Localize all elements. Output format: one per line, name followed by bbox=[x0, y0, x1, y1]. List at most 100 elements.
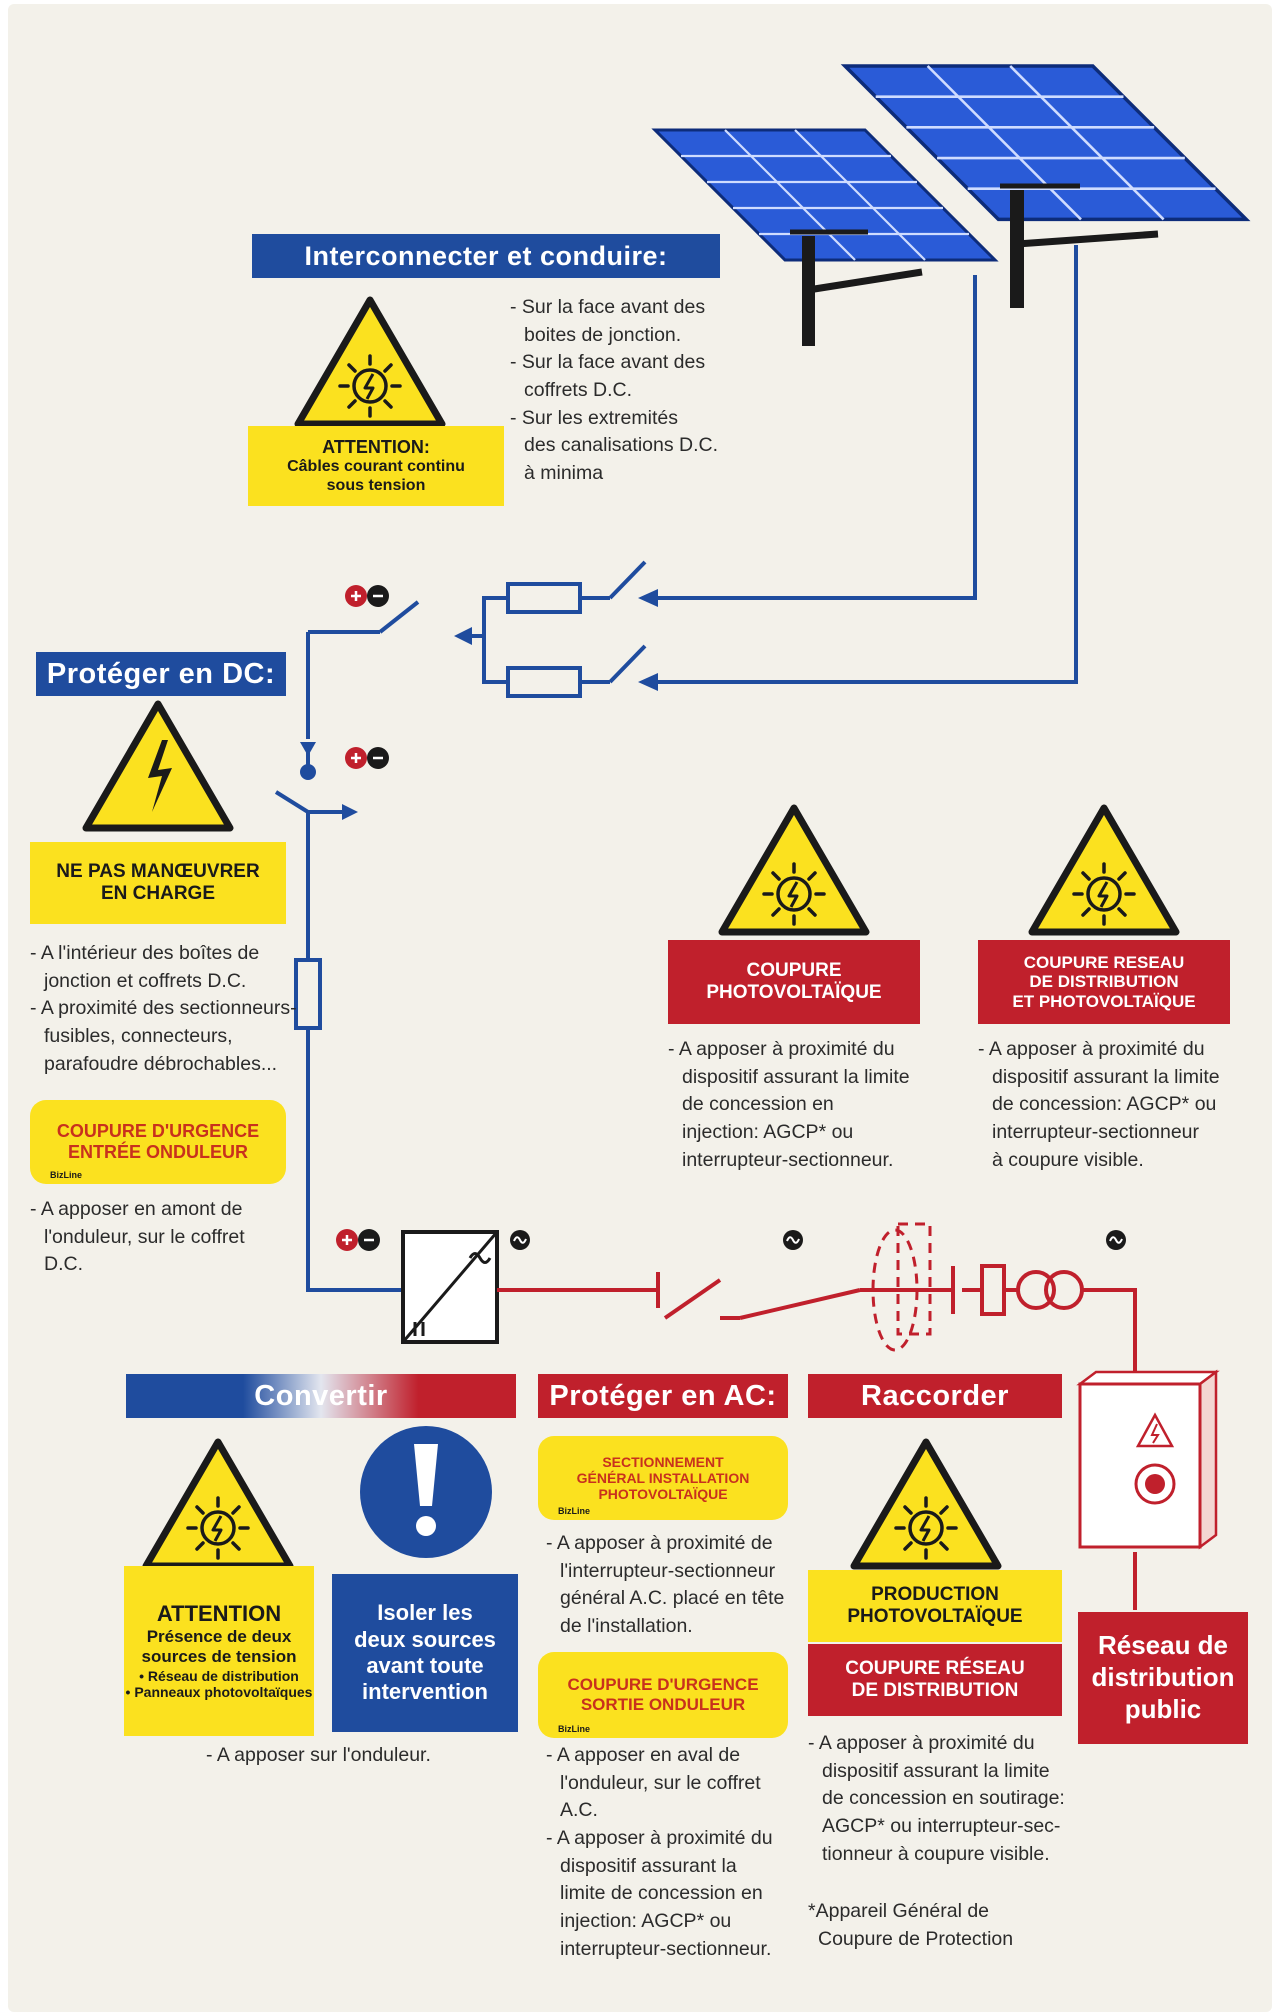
note-line: dispositif assurant la limite bbox=[822, 1759, 1050, 1782]
convert-notes: - A apposer sur l'onduleur. bbox=[206, 1742, 431, 1770]
label-line: ENTRÉE ONDULEUR bbox=[67, 1142, 248, 1162]
label-line: ATTENTION: bbox=[322, 436, 430, 457]
label-line: COUPURE D'URGENCE bbox=[567, 1675, 759, 1695]
exclamation-icon bbox=[360, 1426, 492, 1558]
label-line: public bbox=[1124, 1693, 1202, 1724]
note-line: l'onduleur, sur le coffret bbox=[44, 1225, 245, 1248]
electric-sun-warning-icon bbox=[1032, 808, 1176, 932]
note-line: général A.C. placé en tête bbox=[560, 1587, 785, 1610]
label-line: GÉNÉRAL INSTALLATION bbox=[576, 1469, 750, 1486]
label-line: intervention bbox=[362, 1679, 488, 1705]
note-line: à coupure visible. bbox=[992, 1148, 1144, 1171]
note-line: *Appareil Général de bbox=[808, 1900, 990, 1922]
note-line: - Sur les extremités bbox=[510, 406, 678, 429]
label-line: Présence de deux bbox=[146, 1627, 292, 1647]
label-line: SORTIE ONDULEUR bbox=[580, 1695, 746, 1714]
label-line: DE DISTRIBUTION bbox=[1029, 972, 1179, 992]
solar-panel-icon bbox=[843, 64, 1248, 308]
note-line: boites de jonction. bbox=[524, 323, 682, 346]
distribution-cabinet-icon bbox=[1076, 1369, 1220, 1550]
brand-mark: BizLine bbox=[558, 1723, 591, 1734]
note-line: - A l'intérieur des boîtes de bbox=[30, 942, 260, 964]
note-line: - A apposer à proximité de bbox=[546, 1532, 773, 1554]
note-line: Coupure de Protection bbox=[818, 1927, 1014, 1950]
grid-cut-label: COUPURE RÉSEAU DE DISTRIBUTION bbox=[808, 1644, 1062, 1716]
interconnect-header: Interconnecter et conduire: bbox=[252, 234, 720, 278]
connect-header: Raccorder bbox=[808, 1374, 1062, 1418]
label-line: • Panneaux photovoltaïques bbox=[125, 1684, 313, 1701]
ac-sine-icon bbox=[509, 1229, 531, 1251]
note-line: limite de concession en bbox=[560, 1882, 763, 1905]
note-line: - A proximité des sectionneurs- bbox=[30, 997, 297, 1020]
protect-ac-notes-1: - A apposer à proximité de l'interrupteu… bbox=[546, 1530, 784, 1641]
label-line: Isoler les bbox=[377, 1600, 473, 1626]
grid-and-pv-cut-notes: - A apposer à proximité du dispositif as… bbox=[978, 1036, 1220, 1174]
note-line: dispositif assurant la limite bbox=[682, 1065, 910, 1088]
note-line: - A apposer à proximité du bbox=[546, 1827, 773, 1850]
label-line: Réseau de bbox=[1097, 1630, 1229, 1661]
protect-ac-notes-2: - A apposer en aval de l'onduleur, sur l… bbox=[546, 1742, 773, 1964]
inverter-icon bbox=[401, 1230, 499, 1344]
note-line: à minima bbox=[524, 462, 604, 485]
label-line: • Réseau de distribution bbox=[139, 1667, 299, 1684]
note-line: coffrets D.C. bbox=[524, 379, 633, 402]
note-line: l'onduleur, sur le coffret bbox=[560, 1771, 761, 1794]
inverter-input-emergency-label: COUPURE D'URGENCE ENTRÉE ONDULEUR BizLin… bbox=[30, 1100, 286, 1184]
note-line: - A apposer à proximité du bbox=[668, 1038, 895, 1060]
label-line: distribution bbox=[1091, 1662, 1235, 1693]
note-line: - Sur la face avant des bbox=[510, 296, 706, 318]
ac-sine-icon bbox=[782, 1229, 804, 1251]
label-line: avant toute bbox=[366, 1653, 484, 1678]
protect-dc-header: Protéger en DC: bbox=[36, 652, 286, 696]
note-line: D.C. bbox=[44, 1253, 83, 1276]
electric-sun-warning-icon bbox=[854, 1442, 998, 1566]
dc-cables-warning-label: ATTENTION: Câbles courant continu sous t… bbox=[248, 426, 504, 506]
label-line: COUPURE RESEAU bbox=[1023, 952, 1185, 972]
connect-notes: - A apposer à proximité du dispositif as… bbox=[808, 1730, 1065, 1868]
note-line: fusibles, connecteurs, bbox=[44, 1025, 233, 1048]
label-line: sources de tension bbox=[141, 1647, 297, 1667]
note-line: interrupteur-sectionneur. bbox=[560, 1937, 772, 1960]
note-line: parafoudre débrochables... bbox=[44, 1052, 278, 1075]
label-line: COUPURE bbox=[746, 960, 842, 982]
note-line: injection: AGCP* ou bbox=[682, 1121, 854, 1144]
dc-polarity-icon bbox=[334, 1227, 382, 1253]
note-line: l'interrupteur-sectionneur bbox=[560, 1559, 776, 1582]
label-line: PRODUCTION bbox=[871, 1583, 999, 1605]
note-line: - A apposer à proximité du bbox=[808, 1732, 1035, 1754]
note-line: des canalisations D.C. bbox=[524, 434, 719, 457]
label-line: PHOTOVOLTAÏQUE bbox=[598, 1486, 728, 1503]
isolate-sources-label: Isoler les deux sources avant toute inte… bbox=[332, 1574, 518, 1732]
protect-dc-notes: - A l'intérieur des boîtes de jonction e… bbox=[30, 940, 297, 1078]
note-line: - Sur la face avant des bbox=[510, 351, 706, 374]
label-line: COUPURE D'URGENCE bbox=[56, 1121, 260, 1142]
solar-panel-icon bbox=[653, 128, 997, 346]
note-line: de concession en bbox=[682, 1093, 834, 1116]
pv-cut-notes: - A apposer à proximité du dispositif as… bbox=[668, 1036, 910, 1174]
pv-cut-label: COUPURE PHOTOVOLTAÏQUE bbox=[668, 940, 920, 1024]
electric-sun-warning-icon bbox=[146, 1442, 290, 1566]
note-line: - A apposer en amont de bbox=[30, 1198, 243, 1220]
grid-and-pv-cut-label: COUPURE RESEAU DE DISTRIBUTION ET PHOTOV… bbox=[978, 940, 1230, 1024]
dc-polarity-icon bbox=[343, 745, 391, 771]
two-sources-attention-label: ATTENTION Présence de deux sources de te… bbox=[124, 1566, 314, 1736]
label-line: sous tension bbox=[326, 476, 426, 494]
electric-sun-warning-icon bbox=[722, 808, 866, 932]
note-line: de l'installation. bbox=[560, 1615, 693, 1638]
note-line: injection: AGCP* ou bbox=[560, 1910, 732, 1933]
footnote: *Appareil Général de Coupure de Protecti… bbox=[808, 1898, 1013, 1953]
interconnect-notes: - Sur la face avant des boites de joncti… bbox=[510, 294, 718, 488]
label-line: COUPURE RÉSEAU bbox=[845, 1658, 1025, 1680]
note-line: - A apposer à proximité du bbox=[978, 1038, 1205, 1060]
label-line: NE PAS MANŒUVRER bbox=[56, 860, 260, 882]
dc-polarity-icon bbox=[343, 583, 391, 609]
protect-ac-header: Protéger en AC: bbox=[538, 1374, 788, 1418]
ac-sine-icon bbox=[1105, 1229, 1127, 1251]
inverter-output-emergency-label: COUPURE D'URGENCE SORTIE ONDULEUR BizLin… bbox=[538, 1652, 788, 1738]
note-line: A.C. bbox=[560, 1799, 598, 1822]
label-line: deux sources bbox=[354, 1626, 496, 1652]
label-line: PHOTOVOLTAÏQUE bbox=[847, 1606, 1023, 1627]
note-line: de concession: AGCP* ou bbox=[992, 1093, 1217, 1116]
